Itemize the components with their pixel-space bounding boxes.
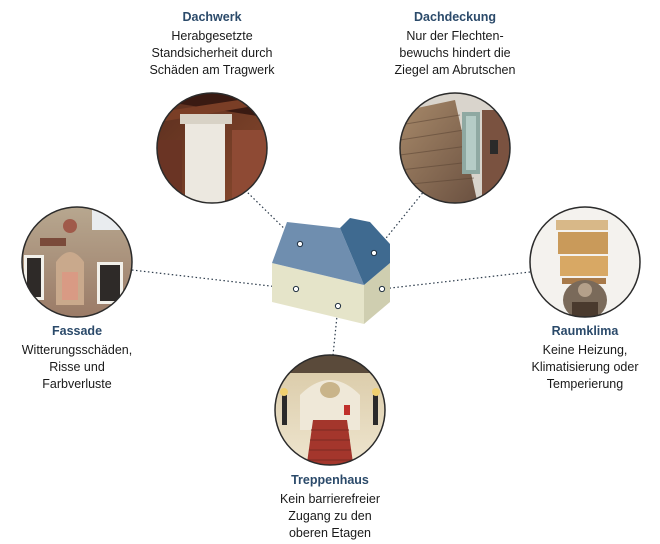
connector-raumklima	[381, 271, 531, 290]
desc-line: Witterungsschäden,	[21, 343, 133, 357]
facade-photo	[21, 206, 133, 318]
label-description: Kein barrierefreier Zugang zu den oberen…	[250, 491, 410, 542]
desc-line: Risse und	[49, 360, 105, 374]
desc-line: Zugang zu den	[288, 509, 372, 523]
label-treppenhaus: Treppenhaus Kein barrierefreier Zugang z…	[250, 472, 410, 542]
desc-line: Farbverluste	[42, 377, 112, 391]
desc-line: Ziegel am Abrutschen	[394, 63, 516, 77]
desc-line: Standsicherheit durch	[151, 46, 273, 60]
desc-line: oberen Etagen	[288, 526, 371, 540]
label-fassade: Fassade Witterungsschäden, Risse und Far…	[0, 323, 154, 393]
label-description: Keine Heizung, Klimatisierung oder Tempe…	[510, 342, 660, 393]
label-dachwerk: Dachwerk Herabgesetzte Standsicherheit d…	[132, 9, 292, 79]
desc-line: Nur der Flechten-	[406, 29, 504, 43]
connector-fassade	[131, 269, 297, 290]
house-icon	[272, 218, 390, 324]
label-title: Raumklima	[551, 324, 619, 338]
label-raumklima: Raumklima Keine Heizung, Klimatisierung …	[510, 323, 660, 393]
desc-line: Temperierung	[546, 377, 624, 391]
roof-timber-photo	[156, 92, 268, 204]
sculpture-photo	[529, 206, 641, 318]
roof-tiles-photo	[399, 92, 511, 204]
label-title: Fassade	[51, 324, 103, 338]
desc-line: Keine Heizung,	[542, 343, 628, 357]
label-description: Herabgesetzte Standsicherheit durch Schä…	[132, 28, 292, 79]
desc-line: bewuchs hindert die	[399, 46, 511, 60]
label-description: Witterungsschäden, Risse und Farbverlust…	[0, 342, 154, 393]
desc-line: Klimatisierung oder	[531, 360, 639, 374]
label-description: Nur der Flechten- bewuchs hindert die Zi…	[375, 28, 535, 79]
desc-line: Schäden am Tragwerk	[149, 63, 275, 77]
label-dachdeckung: Dachdeckung Nur der Flechten- bewuchs hi…	[375, 9, 535, 79]
staircase-photo	[274, 354, 386, 466]
label-title: Dachwerk	[182, 10, 242, 24]
label-title: Dachdeckung	[414, 10, 496, 24]
label-title: Treppenhaus	[291, 473, 369, 487]
connector-dachdeckung	[373, 189, 426, 254]
desc-line: Kein barrierefreier	[279, 492, 381, 506]
desc-line: Herabgesetzte	[171, 29, 253, 43]
